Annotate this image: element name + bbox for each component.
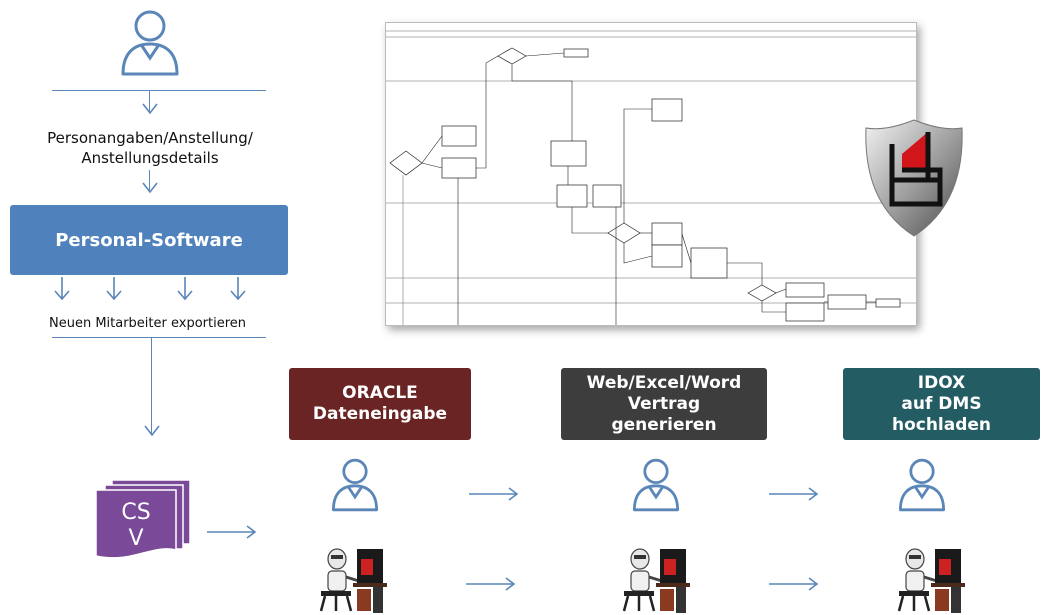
process-flowchart-image <box>385 22 917 326</box>
stage-idox-box: IDOX auf DMS hochladen <box>843 368 1040 440</box>
personal-software-box: Personal-Software <box>10 205 288 275</box>
csv-label-1: CS <box>121 500 150 525</box>
arrow-right-icon <box>466 577 516 591</box>
personal-software-label: Personal-Software <box>55 229 243 251</box>
person-icon <box>899 458 945 512</box>
robot-at-computer-icon <box>622 548 690 613</box>
arrow-right-icon <box>769 577 819 591</box>
csv-file-stack-icon: CS V <box>95 479 191 559</box>
shield-logo-icon <box>865 119 963 237</box>
arrow-down-icon <box>142 103 158 115</box>
divider-line <box>52 90 266 91</box>
connector-line <box>149 170 150 192</box>
divider-line <box>52 337 266 338</box>
arrow-right-icon <box>207 525 257 539</box>
csv-label-2: V <box>128 526 143 551</box>
export-label: Neuen Mitarbeiter exportieren <box>48 316 247 331</box>
person-details-label: Personangaben/Anstellung/ Anstellungsdet… <box>47 129 253 167</box>
stage-oracle-box: ORACLE Dateneingabe <box>289 368 471 440</box>
robot-at-computer-icon <box>319 548 387 613</box>
connector-line <box>149 90 150 112</box>
person-icon <box>633 458 679 512</box>
stage-contract-box: Web/Excel/Word Vertrag generieren <box>561 368 767 440</box>
arrow-right-icon <box>769 487 819 501</box>
arrow-down-icon <box>142 182 158 194</box>
export-arrows <box>54 277 246 301</box>
connector-line <box>151 337 152 435</box>
robot-at-computer-icon <box>897 548 965 613</box>
person-icon <box>121 10 179 76</box>
person-icon <box>332 458 378 512</box>
arrow-right-icon <box>469 487 519 501</box>
arrow-down-icon <box>144 425 160 437</box>
